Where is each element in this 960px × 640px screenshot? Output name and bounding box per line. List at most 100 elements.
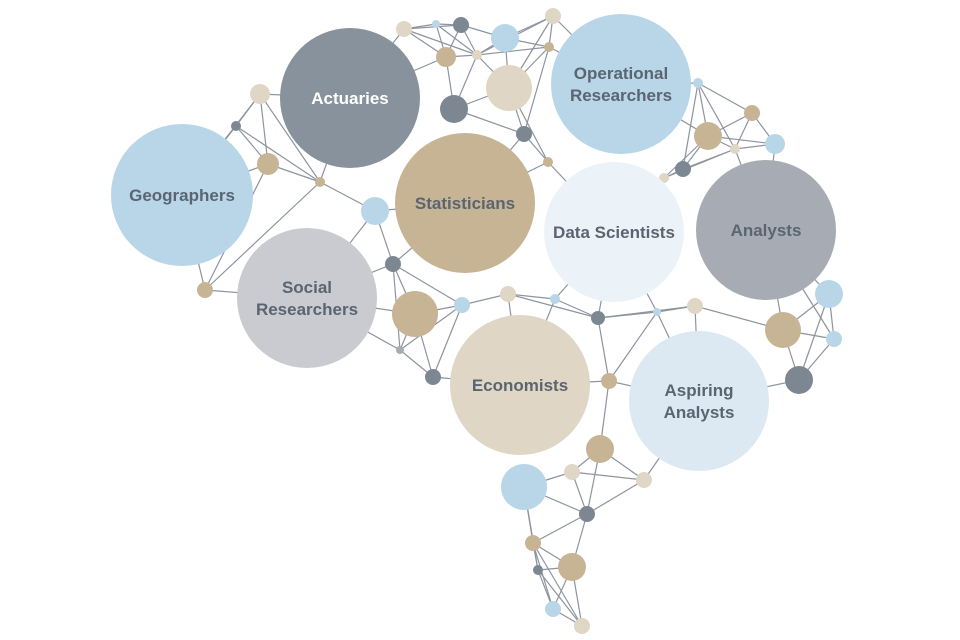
network-node: [543, 157, 553, 167]
role-circle: [696, 160, 836, 300]
network-node: [579, 506, 595, 522]
role-bubble-actuaries: Actuaries: [280, 28, 420, 168]
network-node: [687, 298, 703, 314]
network-node: [432, 20, 440, 28]
role-label: Aspiring: [665, 381, 734, 400]
role-circle: [450, 315, 590, 455]
role-circle: [629, 331, 769, 471]
network-node: [385, 256, 401, 272]
network-node: [472, 50, 482, 60]
network-edge: [235, 125, 321, 183]
network-edge: [204, 181, 321, 291]
network-node: [659, 173, 669, 183]
network-node: [396, 21, 412, 37]
network-node: [826, 331, 842, 347]
role-label: Geographers: [129, 186, 235, 205]
network-node: [516, 126, 532, 142]
network-node: [440, 95, 468, 123]
network-edge: [532, 542, 554, 610]
network-edge: [403, 28, 478, 56]
network-node: [785, 366, 813, 394]
network-node: [744, 105, 760, 121]
role-circle: [280, 28, 420, 168]
role-bubble-analysts: Analysts: [696, 160, 836, 300]
network-node: [550, 294, 560, 304]
role-circle: [237, 228, 377, 368]
role-label: Analysts: [731, 221, 802, 240]
role-bubble-geographers: Geographers: [111, 124, 253, 266]
network-node: [545, 8, 561, 24]
network-node: [500, 286, 516, 302]
network-edge: [571, 471, 645, 481]
network-node: [574, 618, 590, 634]
role-bubbles: ActuariesOperationalResearchersGeographe…: [111, 14, 836, 471]
network-edge: [597, 317, 610, 382]
network-edge: [537, 569, 583, 627]
network-edge: [507, 293, 599, 319]
network-node: [765, 134, 785, 154]
network-node: [250, 84, 270, 104]
network-node: [436, 47, 456, 67]
role-circle: [111, 124, 253, 266]
network-node: [730, 144, 740, 154]
network-edge: [259, 93, 269, 165]
network-node: [694, 122, 722, 150]
network-node: [257, 153, 279, 175]
network-edge: [476, 46, 550, 56]
role-circle: [551, 14, 691, 154]
network-node: [765, 312, 801, 348]
network-node: [486, 65, 532, 111]
role-label: Data Scientists: [553, 223, 675, 242]
network-node: [815, 280, 843, 308]
role-circle: [395, 133, 535, 273]
network-nodes: [197, 8, 843, 634]
network-node: [361, 197, 389, 225]
network-edge: [435, 23, 478, 56]
role-label: Economists: [472, 376, 568, 395]
network-node: [586, 435, 614, 463]
network-node: [675, 161, 691, 177]
network-node: [544, 42, 554, 52]
network-edge: [432, 304, 463, 378]
role-label: Analysts: [664, 403, 735, 422]
network-node: [396, 346, 404, 354]
role-label: Researchers: [256, 300, 358, 319]
role-label: Social: [282, 278, 332, 297]
role-label: Operational: [574, 64, 668, 83]
network-edge: [682, 82, 699, 170]
network-node: [453, 17, 469, 33]
network-node: [591, 311, 605, 325]
network-edge: [697, 82, 753, 114]
network-edge: [586, 479, 645, 515]
network-node: [601, 373, 617, 389]
network-edge: [532, 513, 588, 544]
network-node: [315, 177, 325, 187]
role-label: Actuaries: [311, 89, 388, 108]
role-circle: [544, 162, 684, 302]
network-node: [558, 553, 586, 581]
network-node: [392, 291, 438, 337]
network-edge: [403, 24, 462, 30]
role-bubble-data-scientists: Data Scientists: [544, 162, 684, 302]
role-label: Statisticians: [415, 194, 515, 213]
network-edge: [392, 263, 463, 306]
network-edge: [608, 311, 658, 382]
role-label: Researchers: [570, 86, 672, 105]
network-edge: [798, 293, 830, 381]
network-node: [454, 297, 470, 313]
network-edge: [554, 298, 599, 319]
network-node: [545, 601, 561, 617]
network-node: [533, 565, 543, 575]
role-bubble-economists: Economists: [450, 315, 590, 455]
network-edge: [259, 93, 321, 183]
network-node: [653, 308, 661, 316]
network-node: [231, 121, 241, 131]
network-edge: [597, 305, 696, 319]
network-node: [197, 282, 213, 298]
network-node: [564, 464, 580, 480]
network-edge: [663, 148, 736, 179]
network-edge: [532, 542, 583, 627]
